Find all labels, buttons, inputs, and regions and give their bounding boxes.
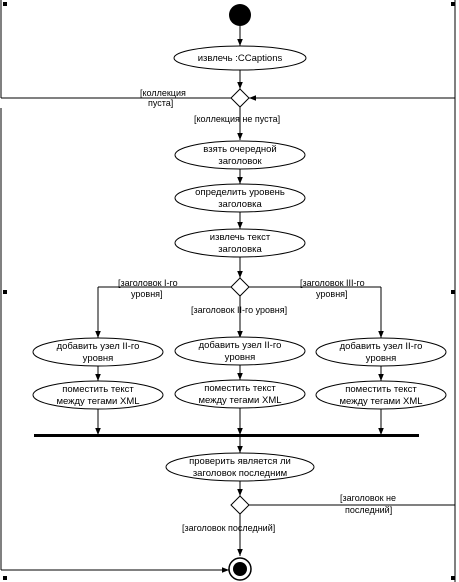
guard-level3-line2: уровня] bbox=[316, 289, 348, 299]
action-label-line: уровня bbox=[225, 352, 256, 363]
action-label-line: поместить текст bbox=[62, 384, 134, 395]
action-label-line: между тегами XML bbox=[339, 396, 422, 407]
action-determine-level: определить уровень заголовка bbox=[174, 183, 306, 213]
initial-node bbox=[229, 4, 251, 26]
action-place-text-center: поместить текст между тегами XML bbox=[174, 379, 306, 409]
guard-level2: [заголовок II-го уровня] bbox=[191, 305, 287, 315]
action-label-line: извлечь текст bbox=[210, 232, 271, 243]
action-add-node-center: добавить узел II-го уровня bbox=[174, 336, 306, 366]
selection-handle-mid-left bbox=[3, 290, 7, 294]
action-label-line: проверить является ли bbox=[189, 456, 291, 467]
guard-not-last-line1: [заголовок не bbox=[340, 493, 396, 503]
action-label-line: поместить текст bbox=[204, 383, 276, 394]
join-bar bbox=[34, 434, 419, 437]
guard-collection-empty-line1: [коллекция bbox=[140, 88, 186, 98]
final-node bbox=[228, 557, 252, 581]
action-place-text-right: поместить текст между тегами XML bbox=[315, 380, 447, 410]
action-label-line: уровня bbox=[83, 353, 114, 364]
action-label-line: заголовок bbox=[218, 156, 262, 167]
action-label-line: определить уровень bbox=[195, 187, 285, 198]
guard-collection-not-empty: [коллекция не пуста] bbox=[194, 114, 280, 124]
guard-level1-line2: уровня] bbox=[131, 289, 163, 299]
selection-handle-top-right bbox=[451, 2, 455, 6]
action-label-line: между тегами XML bbox=[198, 395, 281, 406]
action-label-line: добавить узел II-го bbox=[199, 340, 282, 351]
guard-collection-empty-line2: пуста] bbox=[148, 98, 173, 108]
action-label-line: между тегами XML bbox=[56, 396, 139, 407]
action-label-line: заголовок последним bbox=[193, 468, 287, 479]
selection-handle-top-left bbox=[3, 2, 7, 6]
action-label: извлечь :CCaptions bbox=[198, 53, 283, 64]
guard-level1-line1: [заголовок I-го bbox=[118, 278, 178, 288]
action-add-node-left: добавить узел II-го уровня bbox=[32, 337, 164, 367]
action-label-line: поместить текст bbox=[345, 384, 417, 395]
action-label-line: заголовка bbox=[218, 244, 262, 255]
guard-not-last-line2: последний] bbox=[345, 505, 392, 515]
action-extract-heading-text: извлечь текст заголовка bbox=[174, 228, 306, 258]
action-check-last-heading: проверить является ли заголовок последни… bbox=[165, 452, 315, 482]
action-place-text-left: поместить текст между тегами XML bbox=[32, 380, 164, 410]
selection-handle-bottom-right bbox=[451, 576, 455, 580]
decision-collection-empty bbox=[230, 88, 250, 108]
action-label-line: добавить узел II-го bbox=[57, 341, 140, 352]
action-label-line: уровня bbox=[366, 353, 397, 364]
guard-last: [заголовок последний] bbox=[182, 523, 275, 533]
action-take-next-heading: взять очередной заголовок bbox=[174, 140, 306, 170]
action-label-line: добавить узел II-го bbox=[340, 341, 423, 352]
guard-level3-line1: [заголовок III-го bbox=[300, 278, 365, 288]
action-extract-captions: извлечь :CCaptions bbox=[173, 45, 307, 71]
decision-last-heading bbox=[230, 495, 250, 515]
action-label-line: заголовка bbox=[218, 199, 262, 210]
action-add-node-right: добавить узел II-го уровня bbox=[315, 337, 447, 367]
selection-handle-mid-right bbox=[451, 290, 455, 294]
action-label-line: взять очередной bbox=[203, 144, 276, 155]
decision-heading-level bbox=[230, 277, 250, 297]
selection-handle-bottom-left bbox=[3, 576, 7, 580]
